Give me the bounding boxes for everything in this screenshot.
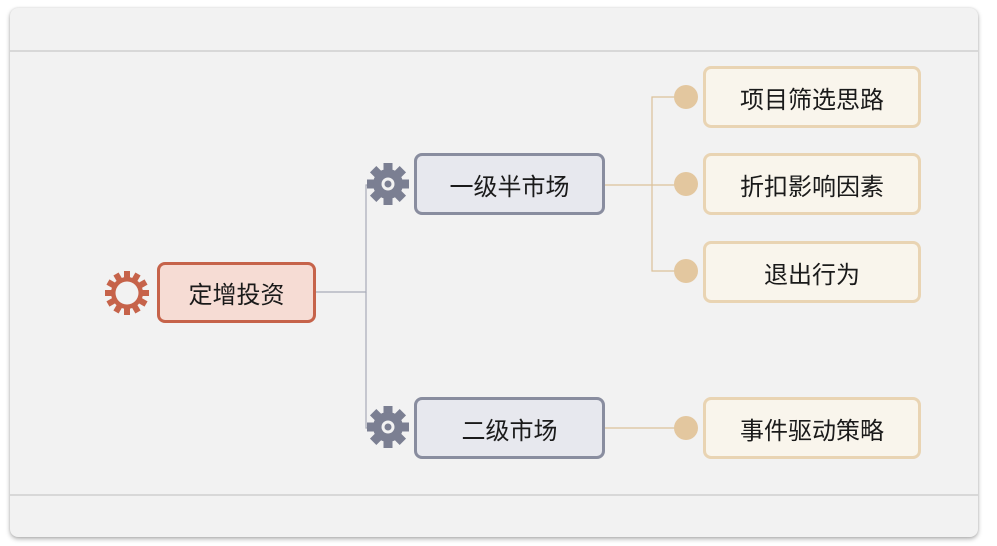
leaf-node-label: 事件驱动策略 — [740, 416, 884, 445]
branch-node-primary-half-market[interactable]: 一级半市场 — [414, 153, 605, 215]
root-node[interactable]: 定增投资 — [157, 262, 316, 323]
branch-node-label: 二级市场 — [461, 416, 558, 445]
branch-node-secondary-market[interactable]: 二级市场 — [414, 397, 605, 459]
top-divider — [10, 50, 978, 52]
leaf-node-discount-factors[interactable]: 折扣影响因素 — [703, 153, 921, 215]
leaf-node-label: 项目筛选思路 — [740, 85, 884, 114]
bottom-divider — [10, 494, 978, 496]
branch-node-label: 一级半市场 — [449, 172, 570, 201]
leaf-node-label: 折扣影响因素 — [740, 172, 884, 201]
leaf-node-project-screening[interactable]: 项目筛选思路 — [703, 66, 921, 128]
leaf-node-exit-behavior[interactable]: 退出行为 — [703, 241, 921, 303]
leaf-node-event-driven[interactable]: 事件驱动策略 — [703, 397, 921, 459]
leaf-node-label: 退出行为 — [764, 260, 860, 289]
root-node-label: 定增投资 — [188, 281, 285, 309]
